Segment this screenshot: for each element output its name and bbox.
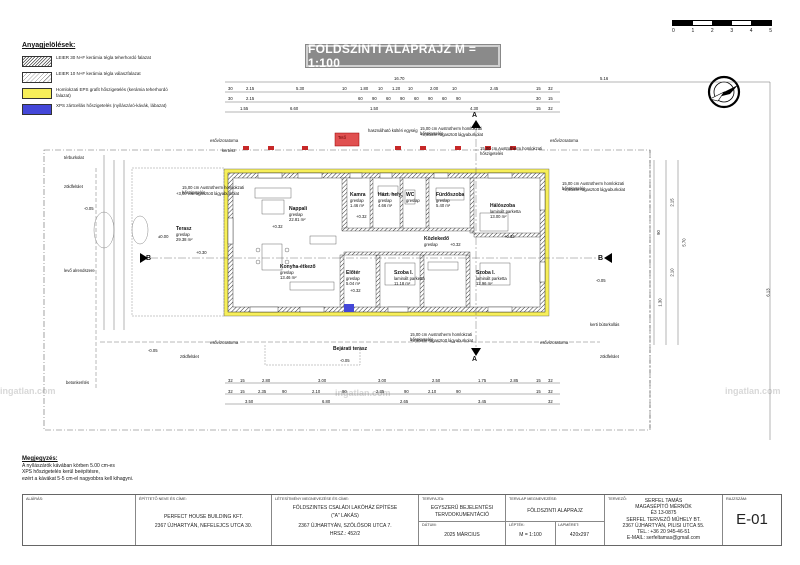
scale-label: 3	[730, 28, 734, 34]
scale-label: 0	[672, 28, 675, 34]
note-line: XPS hőszigetelés kerül beépítésre,	[22, 469, 100, 475]
legend-swatch-yellow	[22, 88, 52, 99]
date: 2025 MÁRCIUS	[444, 532, 480, 538]
field-label: TERVFAJTA:	[422, 497, 445, 501]
legend-swatch-hatch-30	[22, 56, 52, 67]
plan-type: TERVDOKUMENTÁCIÓ	[434, 512, 490, 518]
interior-walls	[339, 177, 541, 308]
field-label: TERVLAP MEGNEVEZÉSE:	[509, 497, 558, 501]
designer-line: MAGASÉPÍTŐ MÉRNÖK	[635, 504, 692, 510]
designer-line: SERFEL TAMÁS	[644, 498, 683, 504]
sheet-name: FÖLDSZINTI ALAPRAJZ	[527, 508, 583, 514]
garden-bushes	[93, 211, 149, 249]
watermark: ingatlan.com	[335, 388, 391, 398]
watermark: ingatlan.com	[0, 386, 56, 396]
section-arrow-icon	[471, 120, 481, 128]
scale-label: 4	[749, 28, 753, 34]
plan-type: EGYSZERŰ BEJELENTÉSI	[430, 505, 494, 511]
section-arrow-icon	[604, 253, 612, 263]
note-line: ezért a kávákat 5-5 cm-el nagyobbra kell…	[22, 475, 134, 482]
wall-red-marks	[243, 146, 516, 150]
drawing-number-cell: RAJZSZÁM: E-01	[723, 495, 781, 545]
sheet-size: 420x297	[569, 532, 590, 538]
field-label: ÉPÍTTETŐ NEVE ÉS CÍME:	[139, 497, 187, 501]
client-cell: ÉPÍTTETŐ NEVE ÉS CÍME: PERFECT HOUSE BUI…	[136, 495, 272, 545]
sheet-cell: TERVLAP MEGNEVEZÉSE: FÖLDSZINTI ALAPRAJZ…	[506, 495, 605, 545]
drawing-number: E-01	[736, 511, 768, 528]
designer-line: É3 13-0875	[650, 510, 677, 516]
title-block: ALÁÍRÁS: ÉPÍTTETŐ NEVE ÉS CÍME: PERFECT …	[22, 494, 782, 546]
scale-label: 5	[769, 28, 772, 34]
project-name: FÖLDSZINTES CSALÁDI LAKÓHÁZ ÉPÍTÉSE	[292, 505, 398, 511]
designer-line: E-MAIL: serfeltamas@gmail.com	[626, 535, 701, 541]
legend-item-label: LEIER 30 N+F kerámia tégla teherhordó fa…	[56, 55, 151, 60]
field-label: TERVEZŐ:	[608, 497, 627, 501]
plan-type-cell: TERVFAJTA: EGYSZERŰ BEJELENTÉSI TERVDOKU…	[419, 495, 506, 545]
scale-label: 1	[691, 28, 695, 34]
project-hrsz: HRSZ.: 452/2	[329, 531, 361, 537]
legend-title: Anyagjelölések:	[22, 42, 76, 49]
project-address: 2367 ÚJHARTYÁN, SZŐLŐSOR UTCA 7.	[298, 523, 392, 529]
field-label: LÉPTÉK:	[509, 523, 525, 527]
section-arrow-icon	[140, 253, 148, 263]
designer-line: SERFEL TERVEZŐ MŰHELY BT.	[626, 517, 701, 523]
legend-item: LEIER 30 N+F kerámia tégla teherhordó fa…	[22, 55, 182, 67]
legend-item-label: XPS zártcellás hőszigetelés (nyílászáró-…	[56, 103, 167, 108]
field-label: DÁTUM:	[422, 523, 437, 527]
field-label: ALÁÍRÁS:	[26, 497, 44, 501]
designer-line: TEL.: +36 20 945-46-51	[637, 529, 690, 535]
legend-item: XPS zártcellás hőszigetelés (nyílászáró-…	[22, 103, 182, 115]
scale-bar: 0 1 2 3 4 5	[672, 20, 772, 34]
legend-item: LEIER 10 N+F kerámia tégla válaszfalazat	[22, 71, 182, 83]
watermark: ingatlan.com	[725, 386, 781, 396]
designer-cell: TERVEZŐ: SERFEL TAMÁS MAGASÉPÍTŐ MÉRNÖK …	[605, 495, 723, 545]
terrace-outline	[131, 167, 361, 366]
legend-swatch-blue	[22, 104, 52, 115]
client-name: PERFECT HOUSE BUILDING KFT.	[163, 514, 244, 520]
drawing-title: FÖLDSZINTI ALAPRAJZ M = 1:100	[308, 42, 477, 70]
scale-bar-labels: 0 1 2 3 4 5	[672, 28, 772, 34]
section-arrow-icon	[471, 348, 481, 356]
scale-bar-graphic	[672, 20, 772, 26]
top-dimension-lines	[225, 81, 770, 113]
field-label: RAJZSZÁM:	[726, 497, 748, 501]
legend-item-label: Homlokzati EPS grafit hőszigetelés (kerá…	[56, 87, 168, 98]
scale: M = 1:100	[519, 532, 542, 538]
side-dimension-lines	[103, 82, 771, 440]
designer-line: 2367 ÚJHARTYÁN, PILISI UTCA 55.	[622, 523, 705, 529]
project-sub: ("A" LAKÁS)	[331, 513, 359, 519]
furniture	[254, 185, 511, 291]
note-line: A nyílászárók kávában körben 5.00 cm-es	[22, 462, 115, 469]
windows	[227, 172, 546, 313]
legend-item: Homlokzati EPS grafit hőszigetelés (kerá…	[22, 87, 182, 99]
notes-title: Megjegyzés:	[22, 456, 58, 462]
materials-legend: Anyagjelölések: LEIER 30 N+F kerámia tég…	[22, 42, 182, 119]
field-label: LAPMÉRET:	[558, 523, 580, 527]
legend-item-label: LEIER 10 N+F kerámia tégla válaszfalazat	[56, 71, 141, 76]
field-label: LÉTESÍTMÉNY MEGNEVEZÉSE ÉS CÍME:	[275, 497, 349, 501]
signature-cell: ALÁÍRÁS:	[23, 495, 136, 545]
drawing-title-banner: FÖLDSZINTI ALAPRAJZ M = 1:100	[306, 42, 500, 70]
xps-insulation-patch	[344, 304, 354, 312]
legend-swatch-hatch-10	[22, 72, 52, 83]
bottom-dimension-lines	[225, 382, 560, 405]
client-address: 2367 ÚJHARTYÁN, NEFELEJCS UTCA 30.	[154, 523, 253, 529]
notes-block: Megjegyzés: A nyílászárók kávában körben…	[22, 456, 242, 482]
roof-element	[334, 132, 360, 147]
building-interior	[232, 177, 541, 308]
project-cell: LÉTESÍTMÉNY MEGNEVEZÉSE ÉS CÍME: FÖLDSZI…	[272, 495, 419, 545]
scale-label: 2	[710, 28, 714, 34]
